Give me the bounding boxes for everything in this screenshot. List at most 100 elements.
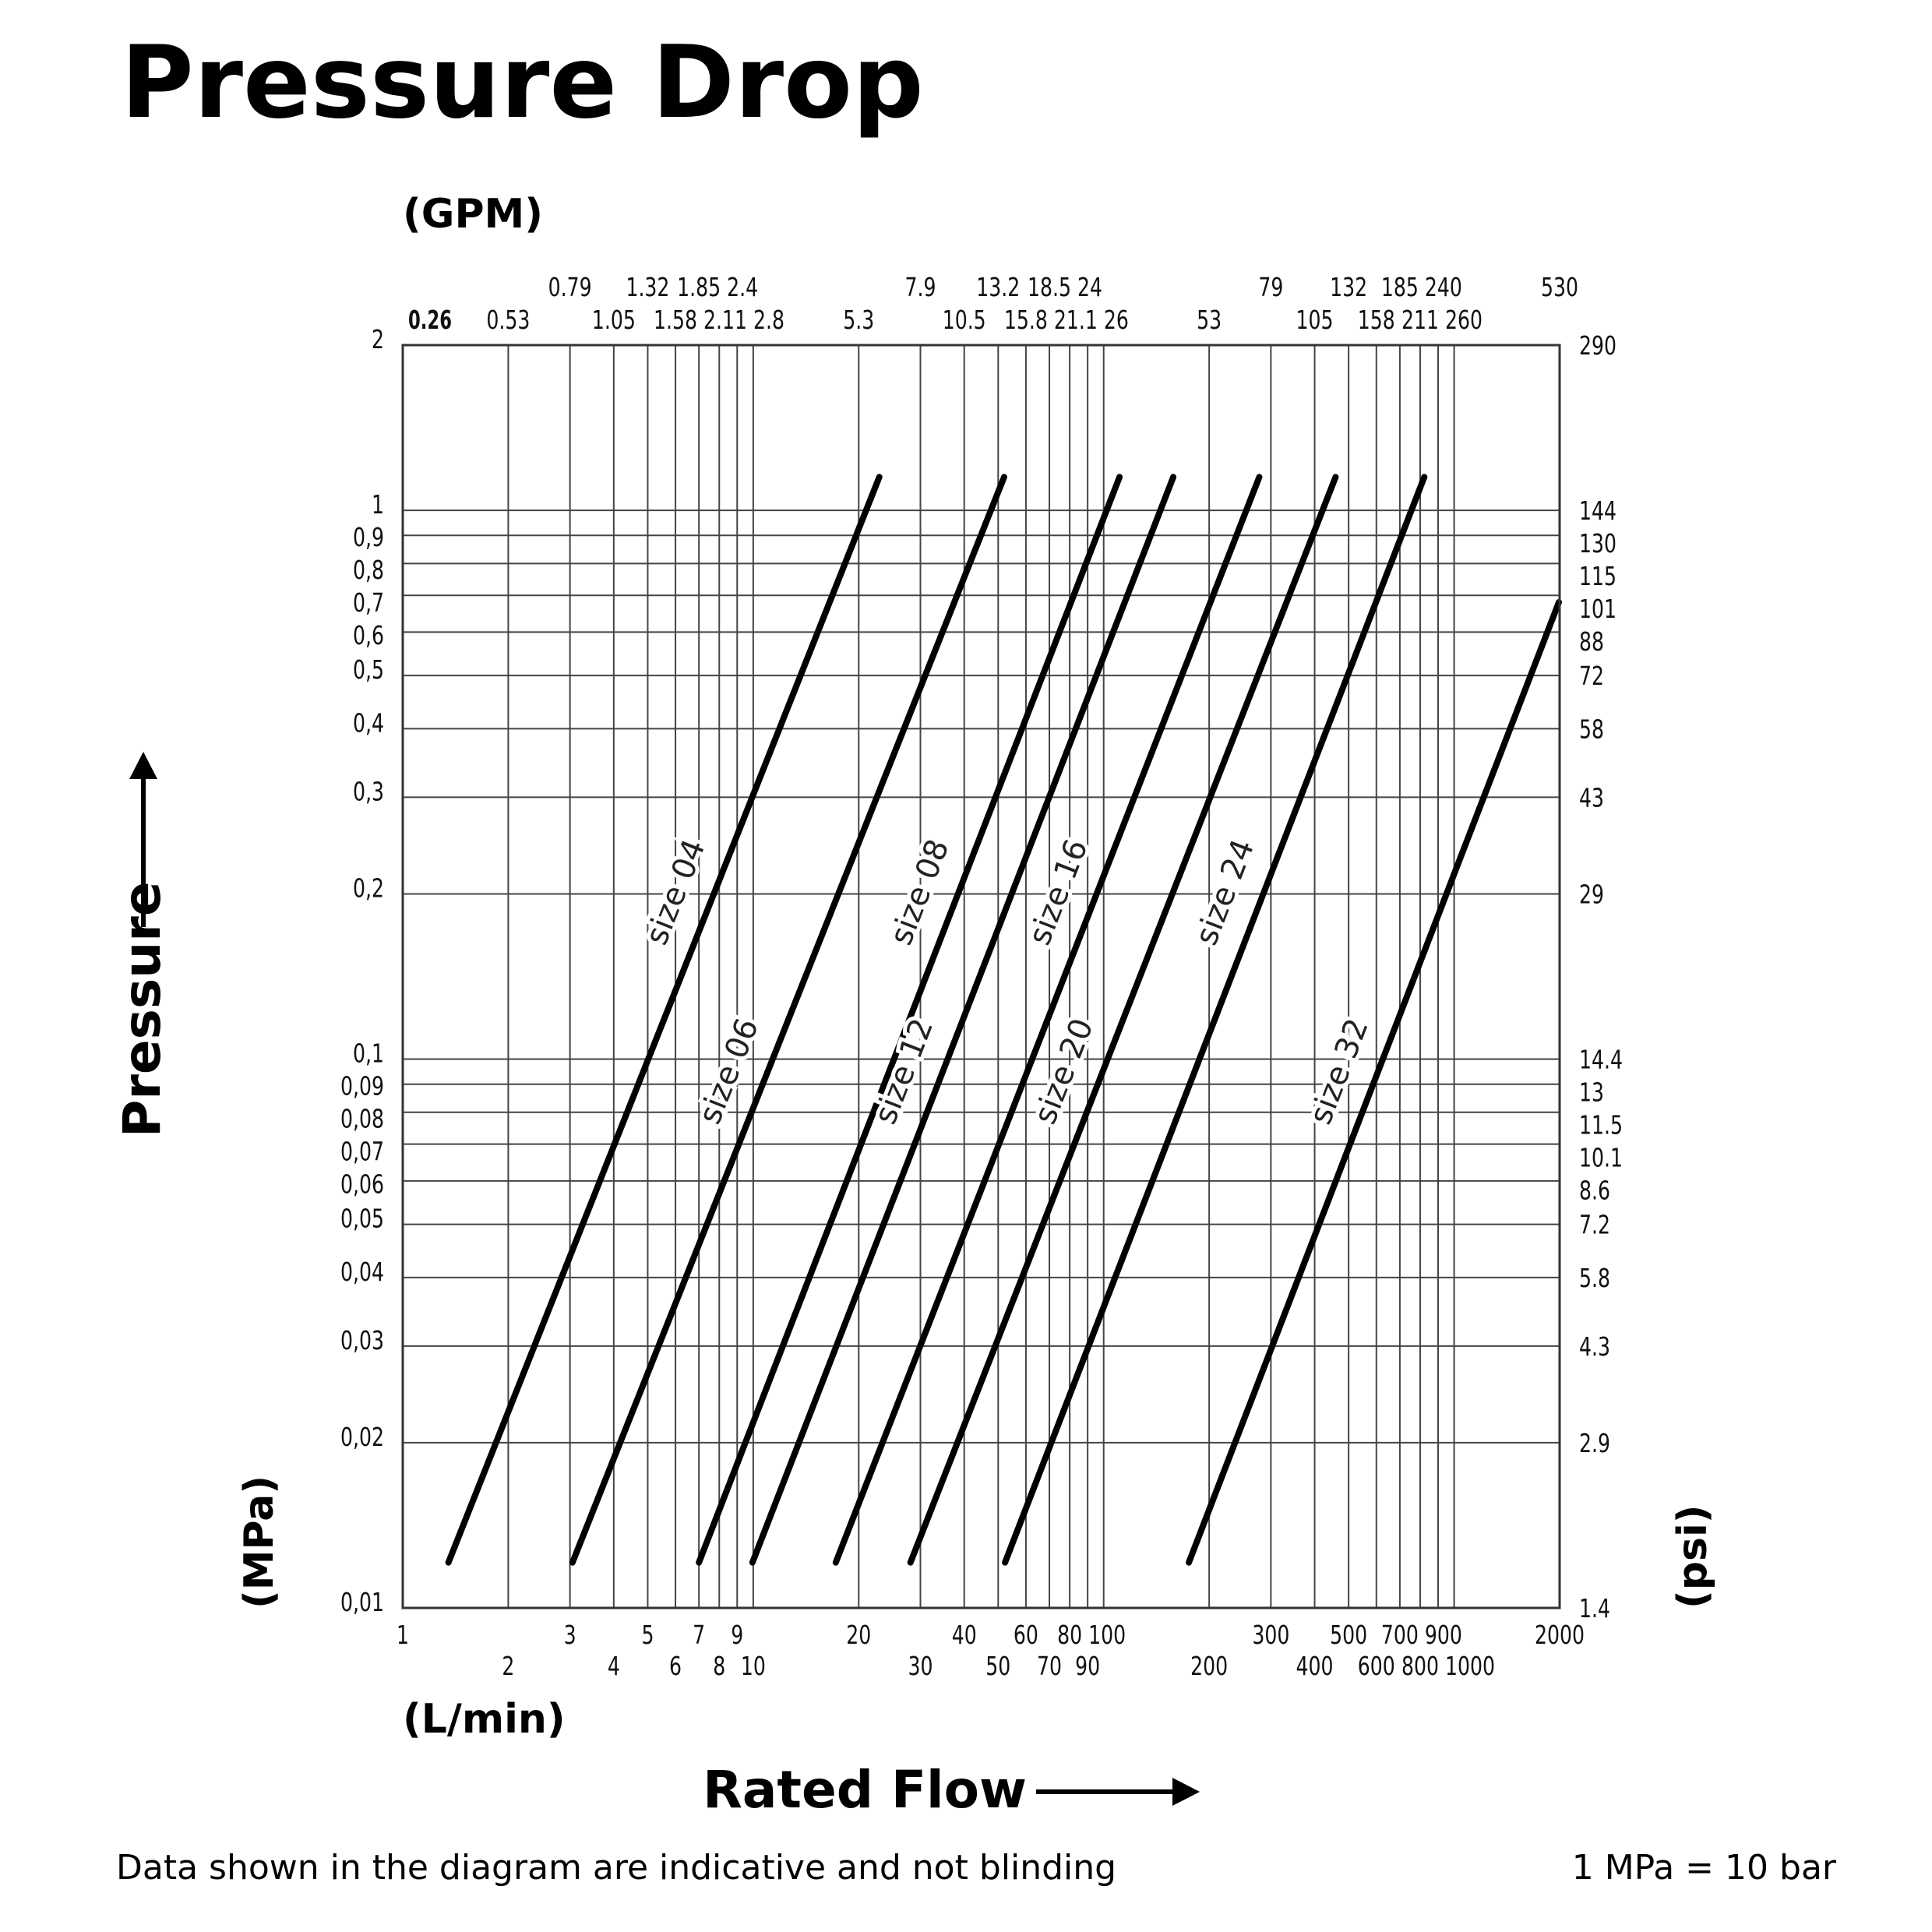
y-tick-label-psi: 72 [1579,661,1604,691]
y-tick-label-mpa: 0,01 [340,1587,384,1617]
top-gpm-tick-label: 2.4 [727,272,758,302]
y-tick-label-psi: 5.8 [1579,1263,1610,1293]
x-arrow-icon [1036,1778,1200,1806]
x-tick-label: 2 [502,1651,514,1681]
top-gpm-tick-label: 2.11 [703,305,747,335]
top-gpm-tick-label: 240 [1425,272,1462,302]
y-tick-label-mpa: 0,06 [340,1169,384,1200]
top-gpm-tick-label: 79 [1258,272,1283,302]
top-gpm-tick-label: 530 [1541,272,1578,302]
x-axis-title: Rated Flow [703,1760,1027,1820]
y-tick-label-mpa: 0,5 [353,654,384,685]
top-gpm-tick-label: 0.79 [548,272,592,302]
y-tick-label-psi: 101 [1579,594,1616,624]
y-tick-label-psi: 88 [1579,626,1604,657]
right-axis-unit: (psi) [1669,1504,1716,1609]
y-tick-label-mpa: 1 [372,489,384,520]
y-tick-label-psi: 7.2 [1579,1210,1610,1240]
series-line-size-32 [1186,599,1563,1566]
top-gpm-tick-label: 7.9 [904,272,936,302]
y-tick-label-mpa: 0,2 [353,873,384,903]
top-gpm-tick-label: 10.5 [943,305,986,335]
top-gpm-tick-label: 15.8 [1004,305,1048,335]
series-line-size-06 [569,474,1007,1566]
top-gpm-tick-label: 18.5 [1028,272,1071,302]
y-tick-label-psi: 2.9 [1579,1428,1610,1458]
top-gpm-tick-label: 260 [1445,305,1482,335]
y-tick-label-mpa: 0,04 [340,1257,384,1287]
top-gpm-tick-label: 13.2 [976,272,1020,302]
y-tick-label-psi: 115 [1579,561,1616,591]
series-line-size-08 [696,474,1123,1566]
unit-conversion-note: 1 MPa = 10 bar [1572,1848,1837,1888]
footer-note: Data shown in the diagram are indicative… [116,1848,1116,1888]
top-gpm-tick-label: 105 [1296,305,1334,335]
y-tick-label-mpa: 0,07 [340,1137,384,1167]
x-tick-label: 400 [1296,1651,1334,1681]
y-tick-label-mpa: 0,6 [353,620,384,650]
x-tick-label: 7 [693,1620,705,1650]
y-tick-label-psi: 144 [1579,495,1616,526]
x-tick-label: 5 [641,1620,654,1650]
x-tick-label: 1000 [1445,1651,1495,1681]
x-tick-label: 8 [713,1651,725,1681]
x-tick-label: 6 [669,1651,682,1681]
x-tick-label: 200 [1190,1651,1228,1681]
top-gpm-tick-label: 158 [1358,305,1395,335]
top-gpm-tick-label: 1.05 [592,305,636,335]
x-tick-label: 10 [741,1651,766,1681]
bottom-axis-unit: (L/min) [403,1696,566,1743]
y-tick-label-mpa: 0,08 [340,1104,384,1134]
y-tick-label-mpa: 0,7 [353,587,384,618]
top-gpm-tick-label: 1.58 [654,305,697,335]
x-tick-label: 300 [1252,1620,1289,1650]
y-tick-label-psi: 13 [1579,1077,1604,1108]
x-tick-label: 1 [397,1620,409,1650]
y-tick-label-psi: 58 [1579,714,1604,744]
x-tick-label: 3 [564,1620,576,1650]
y-tick-label-mpa: 0,9 [353,522,384,552]
y-tick-label-mpa: 2 [372,324,384,354]
series-line-size-20 [907,474,1339,1566]
series-line-size-04 [445,474,883,1566]
x-tick-label: 70 [1037,1651,1062,1681]
x-tick-label: 80 [1057,1620,1082,1650]
x-tick-label: 700 [1381,1620,1419,1650]
x-tick-label: 800 [1401,1651,1439,1681]
x-tick-label: 9 [731,1620,743,1650]
y-tick-label-psi: 290 [1579,330,1616,361]
x-tick-label: 60 [1014,1620,1038,1650]
y-arrow-icon [129,752,157,927]
top-gpm-tick-label: 1.85 [677,272,721,302]
y-tick-label-psi: 43 [1579,782,1604,813]
x-tick-label: 4 [608,1651,620,1681]
y-tick-label-mpa: 0,8 [353,555,384,585]
y-tick-label-psi: 14.4 [1579,1045,1623,1075]
y-tick-label-mpa: 0,05 [340,1204,384,1234]
top-gpm-tick-label: 1.32 [626,272,669,302]
top-gpm-tick-label: 26 [1104,305,1129,335]
x-tick-label: 50 [985,1651,1010,1681]
top-gpm-tick-label: 24 [1077,272,1102,302]
top-gpm-tick-label: 0.26 [408,305,452,335]
y-tick-label-psi: 4.3 [1579,1331,1610,1362]
top-gpm-tick-label: 185 [1381,272,1419,302]
x-tick-label: 900 [1425,1620,1462,1650]
top-gpm-tick-label: 211 [1401,305,1439,335]
y-tick-label-mpa: 0,1 [353,1038,384,1069]
y-tick-label-psi: 1.4 [1579,1593,1610,1624]
plot-frame [401,344,1561,1609]
chart-title: Pressure Drop [121,25,924,141]
x-tick-label: 2000 [1535,1620,1585,1650]
x-tick-label: 40 [952,1620,977,1650]
top-gpm-tick-label: 53 [1197,305,1222,335]
y-tick-label-psi: 8.6 [1579,1176,1610,1206]
left-axis-unit: (MPa) [236,1475,283,1609]
series-line-size-12 [749,474,1177,1566]
grid [403,345,1560,1608]
top-gpm-tick-label: 2.8 [753,305,784,335]
y-tick-label-mpa: 0,3 [353,776,384,806]
y-tick-label-mpa: 0,4 [353,707,384,738]
x-tick-label: 500 [1330,1620,1367,1650]
